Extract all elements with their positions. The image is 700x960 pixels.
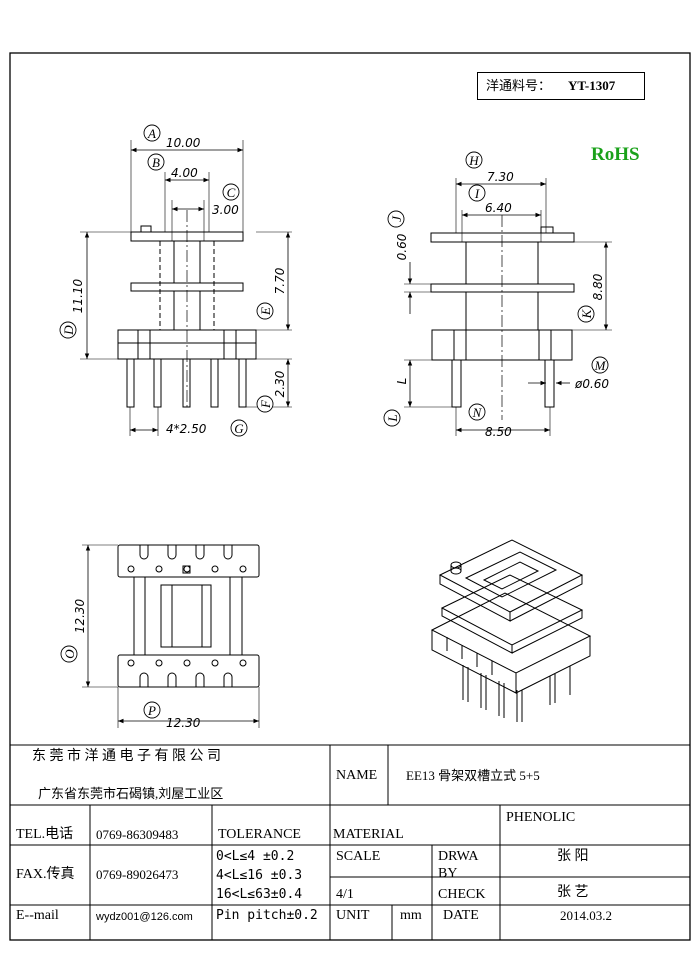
callout-D: D xyxy=(61,325,76,336)
dim-L: L xyxy=(395,378,409,385)
dim-E: 7.70 xyxy=(273,267,287,294)
side-middle-flange xyxy=(430,283,575,293)
pin xyxy=(153,358,162,408)
dim-M: ø0.60 xyxy=(574,377,609,391)
pin xyxy=(238,358,247,408)
callout-F: F xyxy=(258,399,273,409)
drawn-by-value: 张 阳 xyxy=(557,849,589,864)
dim-B: 4.00 xyxy=(171,166,198,180)
top-view-upper-comb xyxy=(117,544,260,578)
callout-N: N xyxy=(472,405,483,420)
callout-I: I xyxy=(474,186,480,201)
dim-I: 6.40 xyxy=(485,201,512,215)
dim-K: 8.80 xyxy=(591,273,605,300)
dim-D: 11.10 xyxy=(71,278,85,313)
sheet-border xyxy=(9,52,691,941)
email-value: wydz001@126.com xyxy=(96,911,193,923)
date-value: 2014.03.2 xyxy=(560,908,612,923)
top-flange-key xyxy=(140,225,152,233)
material-value: PHENOLIC xyxy=(506,810,576,825)
scale-value: 4/1 xyxy=(336,887,354,902)
dim-J: 0.60 xyxy=(395,233,409,260)
dim-H: 7.30 xyxy=(487,170,514,184)
fax-value: 0769-89026473 xyxy=(96,867,179,882)
dim-F: 2.30 xyxy=(273,370,287,397)
pin xyxy=(126,358,135,408)
side-pin xyxy=(451,359,462,408)
front-view xyxy=(80,140,292,436)
callout-A: A xyxy=(147,126,156,141)
top-view xyxy=(82,544,260,728)
side-pin xyxy=(544,359,555,408)
dim-N: 8.50 xyxy=(485,425,512,439)
callout-E: E xyxy=(258,307,273,316)
name-label: NAME xyxy=(336,768,378,783)
callout-K: K xyxy=(579,308,594,319)
checked-by-value: 张 艺 xyxy=(557,885,589,900)
isometric-view xyxy=(430,539,592,722)
unit-value: mm xyxy=(400,908,422,923)
pin xyxy=(182,358,191,408)
dim-A: 10.00 xyxy=(166,136,201,150)
tolerance-line-1: 0<L≤4 ±0.2 xyxy=(216,849,295,864)
callout-J: J xyxy=(389,215,404,222)
tolerance-line-2: 4<L≤16 ±0.3 xyxy=(216,868,303,883)
email-label: E--mail xyxy=(16,908,59,923)
title-block-grid xyxy=(10,744,690,940)
company-address: 广东省东莞市石碣镇,刘屋工业区 xyxy=(38,786,224,801)
top-view-body xyxy=(133,576,243,656)
callout-O: O xyxy=(62,649,77,659)
product-name: EE13 骨架双槽立式 5+5 xyxy=(406,768,540,783)
check-label: CHECK xyxy=(438,887,486,902)
pin xyxy=(210,358,219,408)
tolerance-line-4: Pin pitch±0.2 xyxy=(216,908,318,923)
dim-C: 3.00 xyxy=(212,203,239,217)
part-number-label: 洋通料号： xyxy=(486,78,552,93)
callout-M: M xyxy=(594,358,607,373)
unit-label: UNIT xyxy=(336,908,370,923)
callout-P: P xyxy=(147,703,156,718)
callout-G: G xyxy=(234,421,244,436)
tolerance-label: TOLERANCE xyxy=(218,827,301,842)
material-label: MATERIAL xyxy=(333,827,404,842)
scale-label: SCALE xyxy=(336,849,381,864)
dim-O: 12.30 xyxy=(73,598,87,633)
callout-C: C xyxy=(227,185,236,200)
date-label: DATE xyxy=(443,908,479,923)
drawn-label-1: DRWA xyxy=(438,849,479,864)
callout-B: B xyxy=(152,155,160,170)
dim-G: 4*2.50 xyxy=(166,422,207,436)
top-view-lower-comb xyxy=(117,654,260,688)
callout-L: L xyxy=(385,414,400,422)
rohs-mark: RoHS xyxy=(591,144,640,165)
drawn-label-2: BY xyxy=(438,866,458,881)
tel-value: 0769-86309483 xyxy=(96,827,179,842)
dim-P: 12.30 xyxy=(166,716,201,730)
part-number-value: YT-1307 xyxy=(568,78,616,93)
side-top-flange xyxy=(430,232,575,243)
tel-label: TEL.电话 xyxy=(16,827,74,842)
part-number-box: 洋通料号： YT-1307 xyxy=(477,72,645,100)
callout-H: H xyxy=(468,153,479,168)
fax-label: FAX.传真 xyxy=(16,867,75,882)
tolerance-line-3: 16<L≤63±0.4 xyxy=(216,887,303,902)
side-view xyxy=(404,178,612,436)
company-name: 东 莞 市 洋 通 电 子 有 限 公 司 xyxy=(32,749,221,764)
